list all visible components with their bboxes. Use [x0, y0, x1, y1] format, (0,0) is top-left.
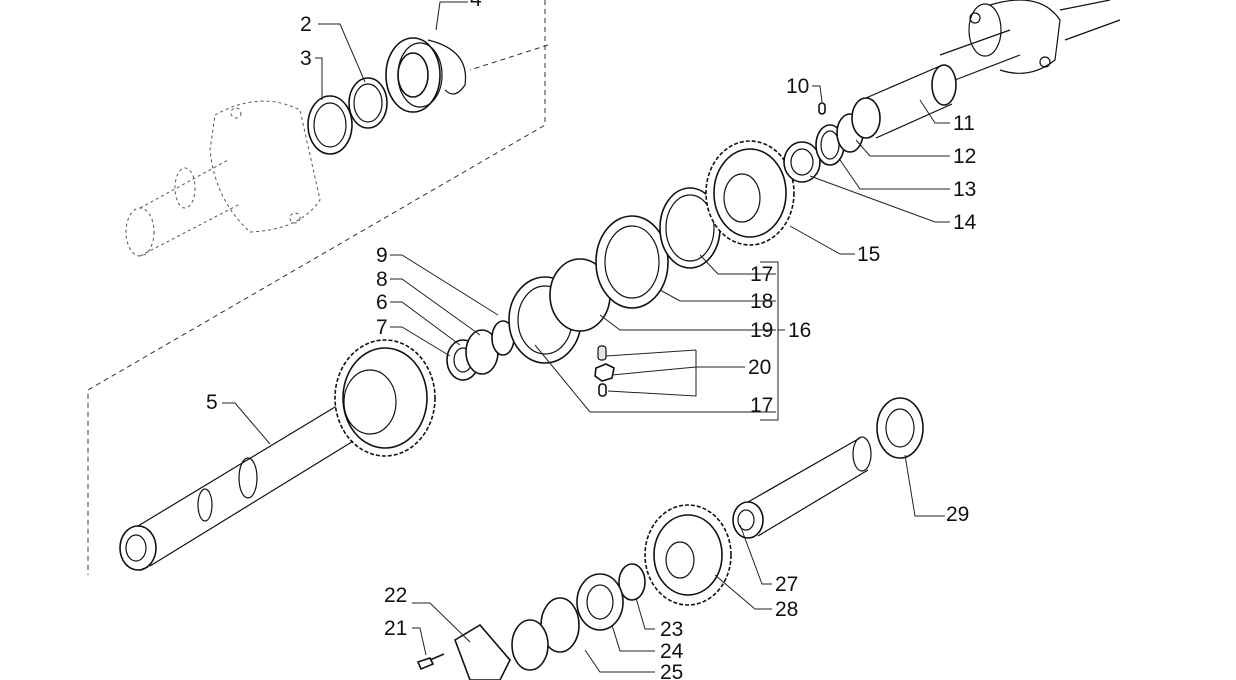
label-16: 16 [788, 319, 811, 342]
label-11: 11 [953, 112, 975, 135]
label-4: 4 [470, 0, 482, 11]
gear-15 [705, 140, 795, 246]
label-14: 14 [953, 211, 977, 234]
label-2: 2 [300, 13, 312, 36]
label-20: 20 [748, 356, 771, 379]
synchronizer-group [446, 187, 721, 397]
label-15: 15 [857, 243, 880, 266]
upper-bearing-group [307, 37, 467, 155]
ghost-housing-left [125, 100, 321, 257]
label-12: 12 [953, 145, 976, 168]
label-18: 18 [750, 290, 773, 313]
label-29: 29 [946, 503, 969, 526]
label-17-upper: 17 [750, 263, 773, 286]
label-24: 24 [660, 640, 684, 663]
label-25: 25 [660, 661, 683, 680]
main-shaft [119, 393, 371, 571]
label-9: 9 [376, 244, 388, 267]
label-19: 19 [750, 319, 773, 342]
label-13: 13 [953, 178, 976, 201]
label-27: 27 [775, 573, 798, 596]
label-17-lower: 17 [750, 394, 773, 417]
label-5: 5 [206, 391, 218, 414]
label-28: 28 [775, 598, 798, 621]
label-22: 22 [384, 584, 407, 607]
label-6: 6 [376, 291, 388, 314]
lower-shaft [732, 397, 924, 539]
label-21: 21 [384, 617, 407, 640]
leader-lines [222, 1, 950, 673]
label-7: 7 [376, 316, 388, 339]
label-10: 10 [786, 75, 809, 98]
dashed-frame-upper [87, 0, 549, 575]
lower-gear-group [416, 504, 732, 680]
label-8: 8 [376, 268, 388, 291]
label-3: 3 [300, 47, 312, 70]
sleeve-and-rings [783, 64, 957, 183]
label-23: 23 [660, 618, 683, 641]
ghost-housing-right [939, 0, 1121, 81]
gear-shaft-5 [334, 339, 436, 457]
